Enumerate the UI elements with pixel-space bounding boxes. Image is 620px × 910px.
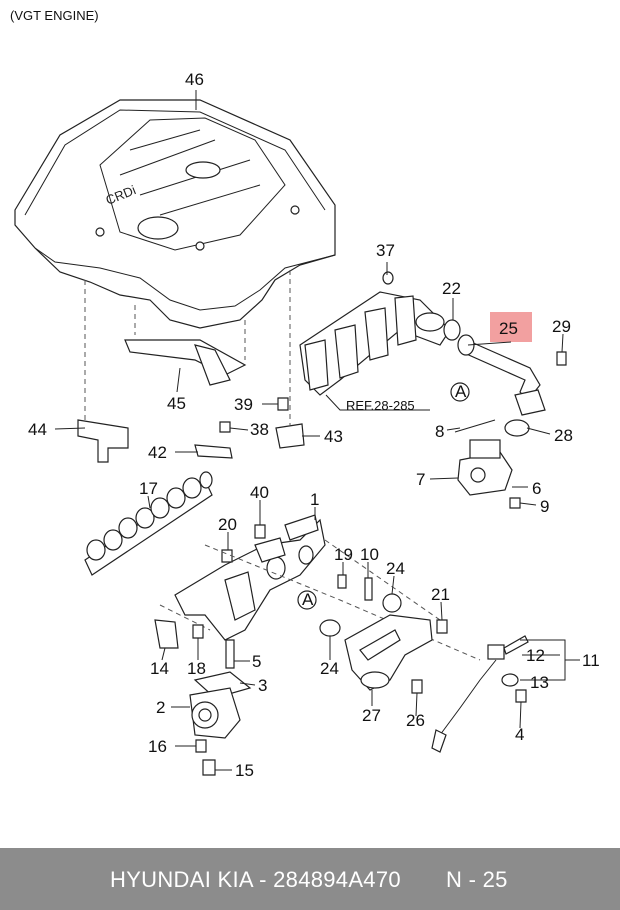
bolt-26: [411, 679, 423, 694]
bolt-39: [277, 397, 289, 411]
connection-marker-a-upper: [450, 382, 470, 402]
gasket-22: [443, 319, 461, 341]
callout-5: 5: [252, 652, 261, 671]
reference-label: REF.28-285: [346, 398, 415, 413]
diagram-caption: (VGT ENGINE): [10, 8, 99, 23]
bolt-21: [436, 619, 448, 634]
footer-bar: HYUNDAI KIA - 284894A470 N - 25: [0, 848, 620, 910]
callout-labels: 46 37 22 25 29 45 39 38 43 44 42 8 28 7 …: [28, 70, 600, 780]
egr-cooler: [344, 614, 433, 691]
callout-24b: 24: [320, 659, 339, 678]
callout-15: 15: [235, 761, 254, 780]
engine-cover: CRDi: [14, 99, 336, 329]
footer-page-label: N - 25: [446, 867, 508, 892]
callout-45: 45: [167, 394, 186, 413]
callout-1: 1: [310, 490, 319, 509]
gasket-24a: [319, 619, 341, 637]
callout-27: 27: [362, 706, 381, 725]
exhaust-gasket: [84, 471, 213, 576]
gasket-28: [504, 419, 530, 437]
callout-37: 37: [376, 241, 395, 260]
callout-2: 2: [156, 698, 165, 717]
bolt-4: [515, 689, 527, 703]
egr-valve: [457, 439, 513, 496]
bracket-44: [77, 419, 129, 463]
callout-4: 4: [515, 725, 524, 744]
bracket-42: [194, 444, 233, 459]
callout-17: 17: [139, 479, 158, 498]
callout-16: 16: [148, 737, 167, 756]
callout-14: 14: [150, 659, 169, 678]
callout-11: 11: [582, 651, 600, 670]
callout-28: 28: [554, 426, 573, 445]
callout-40: 40: [250, 483, 269, 502]
connection-marker-a-lower: [297, 590, 317, 610]
leader-lines: [54, 90, 580, 771]
bolt-29: [556, 351, 567, 366]
callout-19: 19: [334, 545, 353, 564]
bolt-9: [509, 497, 521, 509]
callout-3: 3: [258, 676, 267, 695]
bracket-14: [154, 619, 179, 649]
callout-21: 21: [431, 585, 450, 604]
callout-38: 38: [250, 420, 269, 439]
callout-10: 10: [360, 545, 379, 564]
marker-a-lower-label: A: [302, 590, 314, 609]
callout-29: 29: [552, 317, 571, 336]
turbocharger: [189, 687, 241, 739]
intake-manifold: [299, 271, 451, 396]
callout-12: 12: [526, 646, 545, 665]
callout-39: 39: [234, 395, 253, 414]
marker-a-upper-label: A: [455, 382, 467, 401]
egr-pipe: [457, 334, 546, 416]
bracket-43: [275, 423, 305, 449]
callout-8: 8: [435, 422, 444, 441]
callout-7: 7: [416, 470, 425, 489]
callout-25: 25: [499, 319, 518, 338]
gasket-24b: [382, 593, 402, 613]
bolt-40: [254, 524, 266, 539]
bolt-20: [221, 549, 233, 563]
callout-24a: 24: [386, 559, 405, 578]
gasket-8: [454, 419, 496, 433]
callout-26: 26: [406, 711, 425, 730]
stud-5: [225, 639, 235, 669]
bolt-16: [195, 739, 207, 753]
egr-sensor: [431, 635, 529, 753]
callout-6: 6: [532, 479, 541, 498]
exploded-parts-diagram: CRDi: [14, 70, 600, 780]
callout-13: 13: [530, 673, 549, 692]
bolt-19: [337, 574, 347, 589]
cover-bracket: [124, 339, 247, 386]
callout-42: 42: [148, 443, 167, 462]
footer-part-number: HYUNDAI KIA - 284894A470: [110, 867, 401, 892]
stud-10: [364, 577, 373, 601]
callout-44: 44: [28, 420, 47, 439]
highlight-box-25: [490, 312, 532, 342]
callout-43: 43: [324, 427, 343, 446]
callout-9: 9: [540, 497, 549, 516]
callout-20: 20: [218, 515, 237, 534]
callout-18: 18: [187, 659, 206, 678]
bolt-38: [219, 421, 231, 433]
callout-22: 22: [442, 279, 461, 298]
callout-46: 46: [185, 70, 204, 89]
stud-18: [192, 624, 204, 639]
bolt-15: [202, 759, 216, 776]
exhaust-manifold: [174, 514, 326, 641]
